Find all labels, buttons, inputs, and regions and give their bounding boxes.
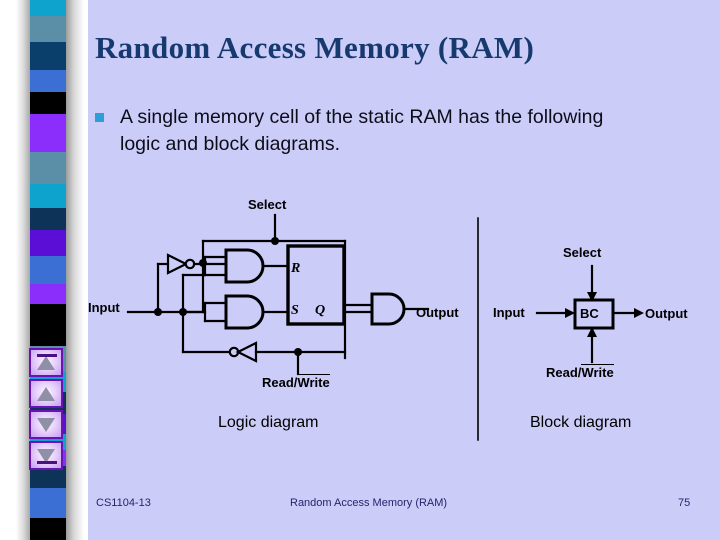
block-readwrite-label: Read/Write — [546, 364, 614, 380]
logic-select-label: Select — [248, 197, 287, 212]
sidebar-band-3 — [28, 70, 68, 92]
and-gate-lower — [224, 294, 265, 330]
sidebar-band-9 — [28, 230, 68, 256]
slide-navigation-buttons[interactable] — [29, 348, 65, 472]
end-bar-icon — [37, 354, 57, 357]
sidebar-band-21 — [28, 518, 68, 540]
sidebar-band-12 — [28, 304, 68, 346]
junction-upper-rail — [199, 259, 207, 267]
bc-box — [573, 298, 615, 330]
footer-course-code: CS1104-13 — [96, 497, 151, 509]
triangle-down-icon — [37, 448, 55, 463]
sidebar-band-7 — [28, 184, 68, 208]
arrow-bc-output — [634, 308, 644, 318]
logic-readwrite-prefix: Read/ — [262, 375, 298, 390]
block-select-label: Select — [563, 245, 602, 260]
inverter-top-triangle — [166, 253, 189, 275]
block-readwrite-overlined: Write — [581, 364, 614, 380]
sidebar-band-6 — [28, 152, 68, 184]
bullet-square-icon — [95, 113, 104, 122]
arrow-bc-input — [565, 308, 575, 318]
junction-lower-rail — [179, 308, 187, 316]
sr-latch-box — [286, 244, 346, 326]
page-title: Random Access Memory (RAM) — [95, 30, 535, 65]
and-gate-output — [370, 292, 406, 326]
inverter-bottom-triangle — [235, 341, 258, 363]
logic-readwrite-overlined: Write — [297, 374, 330, 390]
sidebar-band-11 — [28, 284, 68, 304]
sidebar-band-5 — [28, 114, 68, 152]
last-slide-button[interactable] — [29, 441, 63, 470]
footer-page-number: 75 — [678, 497, 691, 509]
triangle-up-icon — [37, 355, 55, 370]
block-input-label: Input — [493, 305, 525, 320]
sidebar-band-19 — [28, 466, 68, 488]
sidebar-band-10 — [28, 256, 68, 284]
junction-readwrite — [294, 348, 302, 356]
end-bar-icon — [37, 461, 57, 464]
sidebar-shadow-right — [66, 0, 84, 540]
logic-readwrite-label: Read/Write — [262, 374, 330, 390]
block-readwrite-prefix: Read/ — [546, 365, 582, 380]
sidebar-band-2 — [28, 42, 68, 70]
latch-s-label: S — [291, 303, 299, 318]
junction-select — [271, 237, 279, 245]
latch-q-label: Q — [315, 303, 326, 318]
bullet-item-text: A single memory cell of the static RAM h… — [120, 106, 604, 155]
arrow-bc-select — [587, 292, 597, 302]
triangle-up-icon — [37, 386, 55, 401]
bullet-list: A single memory cell of the static RAM h… — [95, 104, 655, 158]
sidebar-band-4 — [28, 92, 68, 114]
triangle-down-icon — [37, 417, 55, 432]
block-output-label: Output — [645, 306, 688, 321]
first-slide-button[interactable] — [29, 348, 63, 377]
sidebar-band-1 — [28, 16, 68, 42]
sidebar-shadow-left — [16, 0, 30, 540]
footer-title: Random Access Memory (RAM) — [290, 497, 448, 509]
logic-input-label: Input — [88, 300, 120, 315]
sidebar-band-20 — [28, 488, 68, 518]
block-diagram-caption: Block diagram — [530, 414, 632, 431]
sidebar-band-8 — [28, 208, 68, 230]
logic-output-label: Output — [416, 305, 459, 320]
sidebar-band-0 — [28, 0, 68, 16]
junction-input — [154, 308, 162, 316]
and-gate-upper — [224, 248, 265, 284]
latch-r-label: R — [291, 261, 301, 276]
bc-box-label: BC — [580, 306, 599, 321]
arrow-bc-readwrite — [587, 327, 597, 337]
logic-diagram-caption: Logic diagram — [218, 414, 319, 431]
next-slide-button[interactable] — [29, 410, 63, 439]
previous-slide-button[interactable] — [29, 379, 63, 408]
decorative-sidebar — [0, 0, 88, 540]
